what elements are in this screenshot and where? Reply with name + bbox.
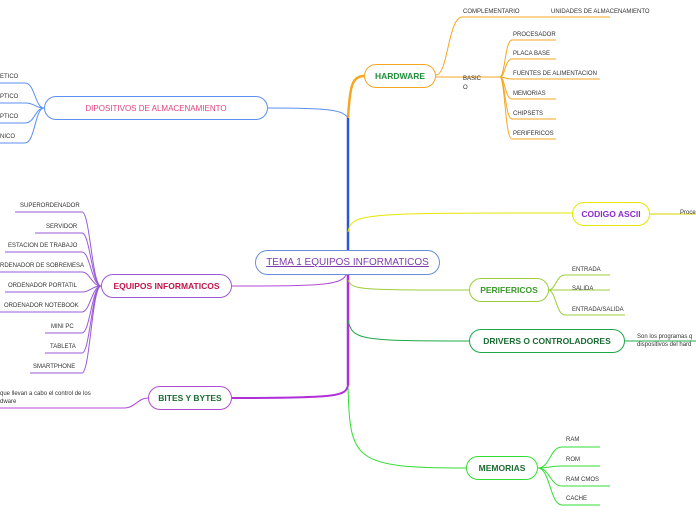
bites-note-line1[interactable]: que llevan a cabo el control de los <box>0 391 91 397</box>
link-memorias <box>347 384 467 469</box>
equipos-item-notebook[interactable]: ORDENADOR NOTEBOOK <box>4 303 79 309</box>
dispositivos-node[interactable]: DIPOSITIVOS DE ALMACENAMIENTO <box>44 96 268 120</box>
link-complementario <box>435 16 610 76</box>
link-hardware <box>346 74 366 119</box>
perifericos-node[interactable]: PERIFERICOS <box>469 278 549 302</box>
links-basico-items <box>499 39 600 140</box>
hardware-item-procesador[interactable]: PROCESADOR <box>513 32 556 38</box>
equipos-node[interactable]: EQUIPOS INFORMATICOS <box>101 274 232 298</box>
dispositivos-item-2[interactable]: PTICO <box>0 94 19 100</box>
equipos-item-portatil[interactable]: ORDENADOR PORTATIL <box>8 283 78 289</box>
equipos-item-minipc[interactable]: MINI PC <box>51 324 74 330</box>
dispositivos-item-3[interactable]: PTICO <box>0 114 19 120</box>
equipos-item-estacion[interactable]: ESTACION DE TRABAJO <box>8 243 78 249</box>
drivers-note-line1[interactable]: Son los programas q <box>637 334 693 340</box>
dispositivos-item-1[interactable]: ETICO <box>0 74 19 80</box>
link-codigo <box>347 212 573 233</box>
memorias-item-ram-cmos[interactable]: RAM CMOS <box>566 477 599 483</box>
hardware-node[interactable]: HARDWARE <box>364 64 436 88</box>
link-bites <box>231 384 349 399</box>
perifericos-item-entrada-salida[interactable]: ENTRADA/SALIDA <box>572 307 624 313</box>
complementario-label[interactable]: COMPLEMENTARIO <box>463 9 520 15</box>
drivers-node[interactable]: DRIVERS O CONTROLADORES <box>469 329 625 353</box>
link-dispositivos <box>267 107 349 119</box>
link-bites-note <box>0 397 149 409</box>
links-dispositivos-items <box>0 82 45 144</box>
memorias-item-ram[interactable]: RAM <box>566 437 580 443</box>
central-topic[interactable]: TEMA 1 EQUIPOS INFORMATICOS <box>255 250 440 275</box>
hardware-item-fuentes[interactable]: FUENTES DE ALIMENTACION <box>513 71 597 77</box>
basico-label-line2[interactable]: O <box>463 85 468 91</box>
basico-label-line1[interactable]: BASIC <box>463 76 482 82</box>
memorias-node[interactable]: MEMORIAS <box>466 456 538 480</box>
hardware-item-chipsets[interactable]: CHIPSETS <box>513 111 544 117</box>
links-memorias-items <box>537 446 610 506</box>
bites-bytes-node[interactable]: BITES Y BYTES <box>148 386 232 410</box>
equipos-item-sobremesa[interactable]: RDENADOR DE SOBREMESA <box>0 263 85 269</box>
links-perifericos-items <box>547 274 625 316</box>
link-drivers <box>347 319 471 342</box>
memorias-item-cache[interactable]: CACHE <box>566 496 588 502</box>
codigo-ascii-note[interactable]: Proce <box>680 210 696 216</box>
hardware-item-memorias[interactable]: MEMORIAS <box>513 91 546 97</box>
equipos-item-superordenador[interactable]: SUPERORDENADOR <box>20 203 80 209</box>
links-equipos-items <box>0 211 102 374</box>
hardware-item-placa-base[interactable]: PLACA BASE <box>513 51 551 57</box>
equipos-item-smartphone[interactable]: SMARTPHONE <box>33 364 76 370</box>
hardware-item-perifericos[interactable]: PERIFERICOS <box>513 131 554 137</box>
unidades-almacenamiento-label[interactable]: UNIDADES DE ALMACENAMIENTO <box>551 9 650 15</box>
equipos-item-tableta[interactable]: TABLETA <box>50 344 76 350</box>
perifericos-item-entrada[interactable]: ENTRADA <box>572 267 601 273</box>
equipos-item-servidor[interactable]: SERVIDOR <box>46 224 78 230</box>
link-perifericos <box>347 279 471 291</box>
perifericos-item-salida[interactable]: SALIDA <box>572 286 594 292</box>
memorias-item-rom[interactable]: ROM <box>566 457 580 463</box>
codigo-ascii-node[interactable]: CODIGO ASCII <box>572 202 650 226</box>
dispositivos-item-4[interactable]: NICO <box>0 134 15 140</box>
drivers-note-line2[interactable]: dispositivos del hard <box>637 342 692 348</box>
bites-note-line2[interactable]: dware <box>0 399 17 405</box>
